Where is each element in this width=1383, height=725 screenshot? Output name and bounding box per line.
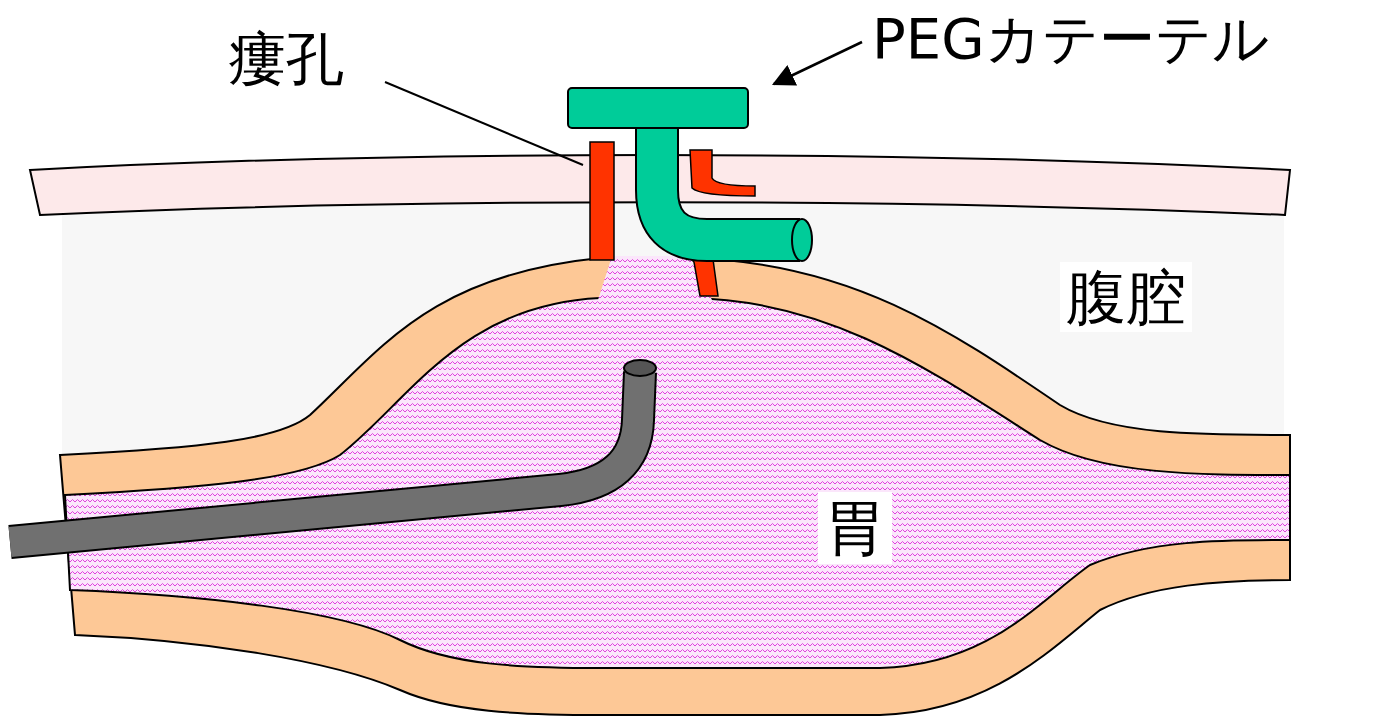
endoscope xyxy=(10,372,640,542)
catheter-label: PEGカテーテル xyxy=(872,8,1269,70)
stomach-lumen xyxy=(65,298,1290,668)
peg-catheter-bumper xyxy=(568,88,748,128)
peg-catheter-tube xyxy=(657,125,800,240)
endoscope-outline xyxy=(10,372,640,542)
fistula-label: 瘻孔 xyxy=(228,28,344,92)
peg-catheter-end xyxy=(792,219,812,261)
stomach-label: 胃 xyxy=(818,492,892,564)
fistula-wall xyxy=(590,142,614,260)
cavity-label: 腹腔 xyxy=(1060,262,1192,332)
endoscope-tip xyxy=(624,360,656,376)
leader-arrow xyxy=(774,42,862,84)
stomach-wall xyxy=(60,258,1290,715)
fistula-wall xyxy=(690,150,755,196)
leader-line xyxy=(385,82,583,165)
peg-catheter-outline xyxy=(657,125,800,240)
